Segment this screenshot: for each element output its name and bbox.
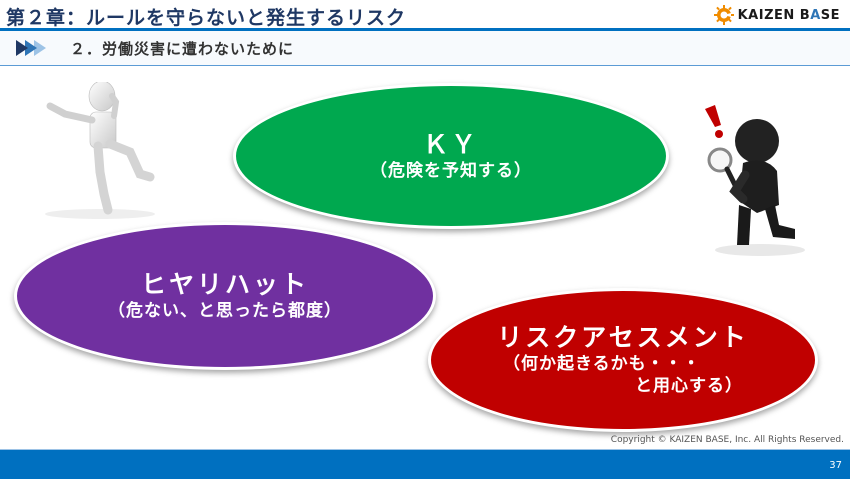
hiyari-hatto-title: ヒヤリハット: [140, 269, 309, 299]
risk-assessment-subtitle-line1: （何か起きるかも・・・: [503, 353, 701, 374]
risk-assessment-title: リスクアセスメント: [497, 322, 749, 352]
risk-assessment-subtitle-line2: と用心する）: [635, 376, 743, 396]
risk-assessment-ellipse: リスクアセスメント （何か起きるかも・・・ と用心する）: [428, 288, 818, 432]
footer-bar: 37: [0, 449, 850, 479]
ky-title: ＫＹ: [422, 129, 479, 159]
page-number: 37: [829, 460, 842, 471]
header-divider: [0, 28, 850, 31]
triple-arrow-icon: [16, 40, 46, 56]
section-title: ２．労働災害に遭わないために: [70, 40, 295, 58]
ky-ellipse: ＫＹ （危険を予知する）: [233, 83, 669, 229]
hiyari-hatto-subtitle: （危ない、と思ったら都度）: [108, 300, 342, 321]
logo-text: KAIZEN BASE: [737, 7, 840, 23]
section-header: ２．労働災害に遭わないために: [0, 31, 850, 66]
hiyari-hatto-ellipse: ヒヤリハット （危ない、と思ったら都度）: [14, 222, 436, 370]
company-logo: KAIZEN BASE: [713, 5, 840, 25]
ky-subtitle: （危険を予知する）: [370, 160, 532, 181]
copyright-text: Copyright © KAIZEN BASE, Inc. All Rights…: [610, 435, 844, 445]
stumbling-figure-icon: [45, 82, 155, 219]
page-title: 第２章：ルールを守らないと発生するリスク: [6, 7, 407, 29]
exclamation-icon: [705, 105, 723, 138]
searching-figure-icon: [705, 105, 805, 256]
risk-assessment-subtitle: （何か起きるかも・・・ と用心する）: [503, 353, 743, 397]
gear-icon: [713, 5, 734, 25]
